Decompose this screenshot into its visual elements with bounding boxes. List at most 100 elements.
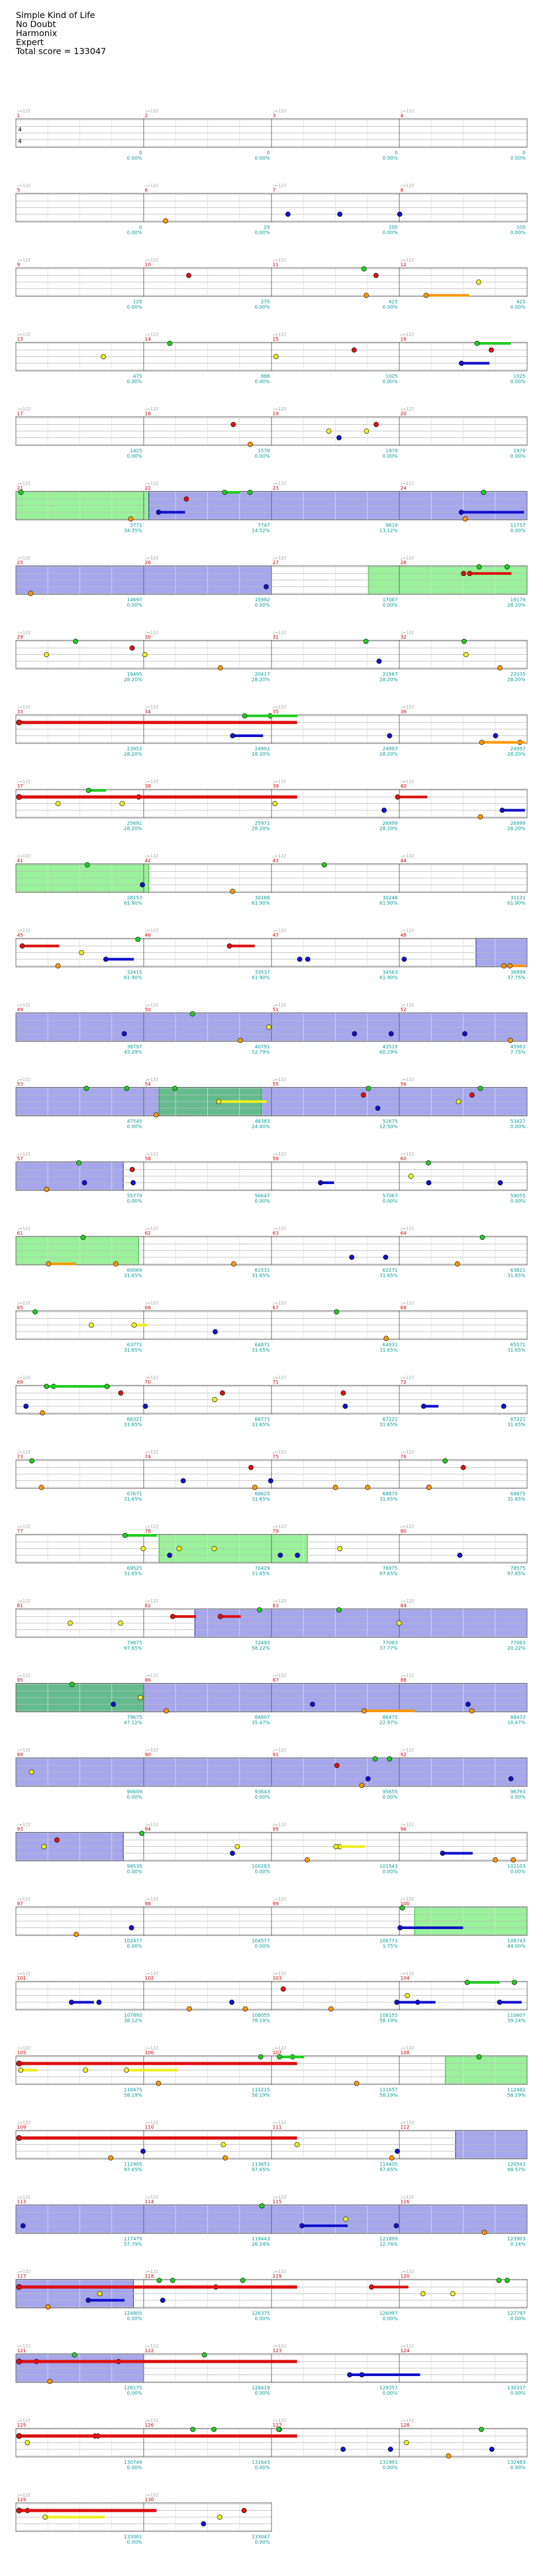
measure-number: 88 [400,1678,407,1684]
measure-number: 55 [273,1082,278,1088]
measure-percent: 0.00% [127,305,142,310]
measure-number: 64 [400,1231,407,1237]
measure-number: 121 [17,2349,26,2354]
measure-number: 3 [273,113,276,119]
gem-note [389,2155,395,2161]
measure-score: 112482 [507,2088,526,2093]
gem-note [248,1465,254,1470]
gem-note [511,1857,516,1863]
tempo-marker: ♩=122 [17,1226,31,1231]
gem-note [217,1614,223,1619]
gem-note [497,1180,503,1186]
gem-note [469,1708,475,1714]
tempo-marker: ♩=122 [400,1152,414,1156]
measure-score: 1979 [513,449,526,454]
gem-note [47,2379,52,2384]
gem-note [440,1851,445,1856]
measure-percent: 0.00% [382,1795,398,1800]
tempo-marker: ♩=122 [273,407,286,411]
gem-note [96,2000,102,2005]
measure-percent: 31.65% [124,1274,143,1279]
measure-score: 1579 [258,449,270,454]
measure-score: 102103 [507,1864,526,1870]
gem-note [501,1404,506,1409]
tempo-marker: ♩=122 [145,332,159,337]
tempo-marker: ♩=122 [145,630,159,635]
gem-note [20,2223,26,2229]
measure-score: 66321 [127,1417,142,1423]
measure-number: 7 [273,188,276,194]
gem-note [43,1383,49,1389]
measure-number: 112 [400,2125,409,2131]
measure-score: 126997 [380,2311,398,2317]
gem-note [54,1837,60,1843]
measure-percent: 0.00% [127,2317,142,2322]
measure-percent: 0.00% [510,1795,526,1800]
tempo-marker: ♩=122 [145,183,159,188]
tempo-marker: ♩=122 [273,1077,286,1082]
measure-percent: 37.77% [380,1646,398,1651]
gem-note [426,1180,432,1186]
measure-percent: 28.20% [124,827,143,832]
measure-score: 66771 [255,1417,270,1423]
gem-note [187,2006,192,2012]
measure-percent: 0.00% [382,2391,398,2396]
measure-score: 24997 [382,747,398,752]
measure-percent: 61.90% [252,976,270,981]
measure-percent: 31.65% [124,1423,143,1428]
measure-number: 41 [17,858,23,864]
measure-number: 52 [400,1007,406,1013]
measure-percent: 31.65% [507,1497,526,1502]
measure-percent: 28.20% [507,827,526,832]
measure-percent: 31.65% [380,1497,398,1502]
measure-percent: 31.65% [252,1274,270,1279]
gem-note [337,212,343,217]
gem-note [481,2230,487,2235]
measure-score: 96793 [510,1790,526,1795]
measure-percent: 31.65% [507,1274,526,1279]
measure-score: 110607 [507,2013,526,2019]
measure-percent: 31.65% [252,1423,270,1428]
gem-note [507,963,513,969]
gem-note [425,1160,431,1166]
gem-note [461,571,467,576]
measure-percent: 45.29% [124,1050,143,1055]
measure-percent: 97.65% [380,1572,398,1577]
tempo-marker: ♩=122 [273,1301,286,1305]
measure-number: 108 [400,2051,409,2056]
measure-number: 28 [400,560,407,566]
measure-score: 100 [389,225,398,231]
measure-number: 99 [273,1902,279,1907]
measure-percent: 61.90% [124,901,143,906]
tempo-marker: ♩=122 [17,2493,31,2498]
measure-score: 112905 [124,2162,142,2168]
measure-score: 425 [516,300,526,305]
tempo-marker: ♩=122 [400,2195,414,2200]
tempo-marker: ♩=122 [145,1003,159,1007]
gem-note [122,1532,128,1538]
measure-number: 102 [145,1976,154,1982]
measure-percent: 0.00% [127,231,142,236]
measure-number: 21 [17,486,23,492]
measure-score: 128175 [124,2386,142,2391]
measure-score: 9819 [386,523,398,529]
measure-number: 4 [400,113,404,119]
measure-number: 63 [273,1231,278,1237]
gem-note [86,787,91,793]
gem-note [496,2277,502,2283]
measure-number: 6 [145,188,148,194]
gem-note [508,1776,514,1782]
gem-note [399,1905,405,1911]
measure-score: 76975 [382,1566,398,1572]
tempo-marker: ♩=122 [400,705,414,709]
gem-note [304,1857,310,1863]
measure-number: 117 [17,2274,26,2280]
tempo-marker: ♩=122 [273,1450,286,1455]
measure-percent: 26.24% [252,2242,270,2247]
time-signature-bottom: 4 [18,138,22,145]
gem-note [238,1038,243,1043]
measure-percent: 97.65% [124,2168,143,2173]
gem-note [80,1234,86,1240]
tempo-marker: ♩=122 [145,928,159,933]
measure-number: 38 [145,784,151,790]
